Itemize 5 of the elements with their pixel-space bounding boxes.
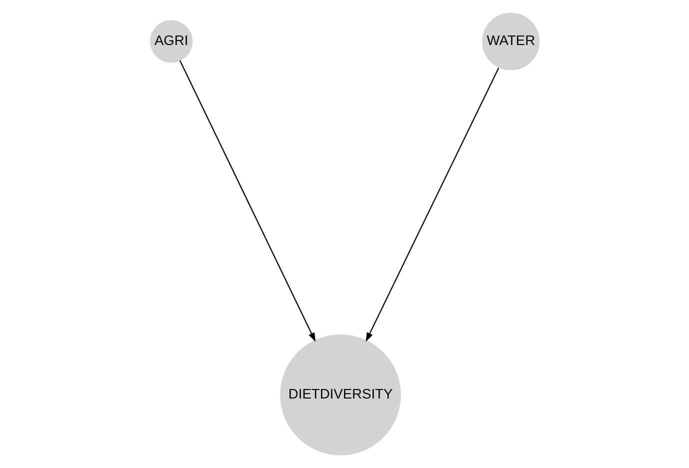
node-circle: DIETDIVERSITY: [280, 334, 400, 456]
node-circle: WATER: [482, 12, 540, 70]
node-circle: AGRI: [150, 20, 192, 63]
arrow: [178, 60, 316, 342]
arrow: [365, 68, 499, 342]
